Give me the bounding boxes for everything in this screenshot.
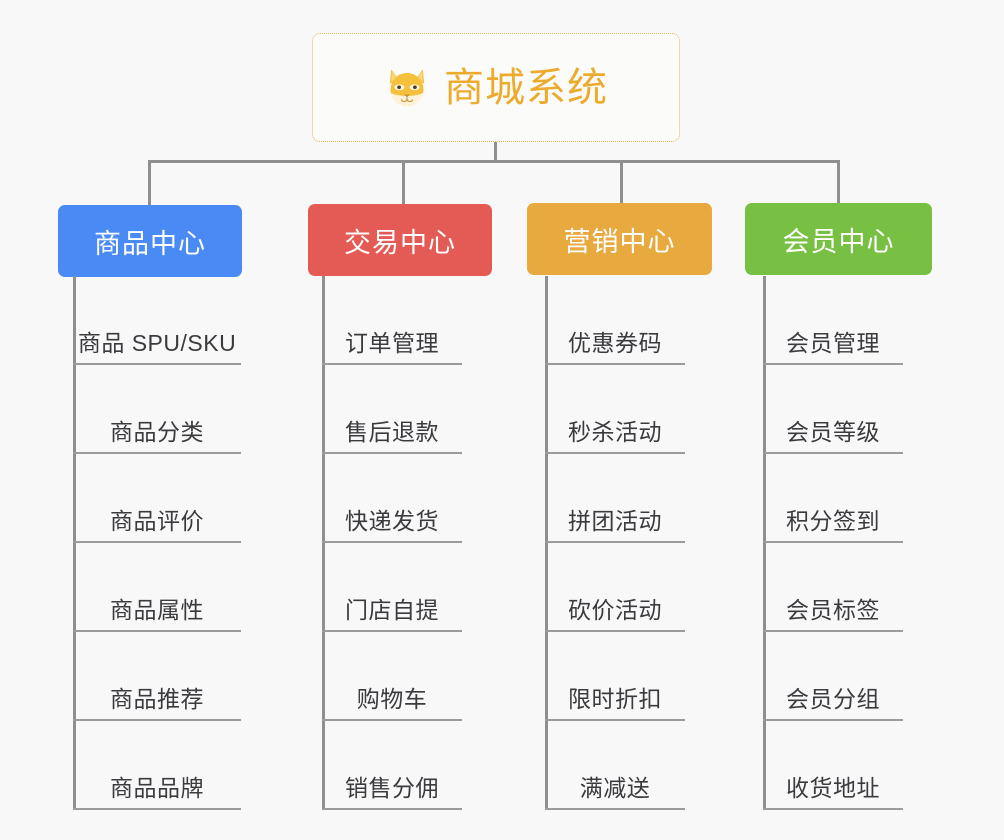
connector-drop-1 [148,160,151,205]
leaf-item[interactable]: 会员管理 [763,276,903,365]
leaf-item-label: 会员标签 [786,596,880,623]
leaf-item[interactable]: 收货地址 [763,721,903,810]
leaf-item[interactable]: 秒杀活动 [545,365,685,454]
shiba-inu-dog-icon [389,68,425,107]
category-box-marketing-center[interactable]: 营销中心 [527,203,712,275]
leaf-item-label: 商品分类 [110,418,204,445]
root-node-shop-system[interactable]: 商城系统 [312,33,680,142]
leaf-item[interactable]: 快递发货 [322,454,462,543]
leaf-item-label: 购物车 [356,685,428,712]
leaf-item[interactable]: 会员标签 [763,543,903,632]
leaf-item[interactable]: 商品 SPU/SKU [73,276,241,365]
leaf-item[interactable]: 商品推荐 [73,632,241,721]
category-label: 营销中心 [563,226,676,257]
leaf-item-label: 订单管理 [345,329,439,356]
leaf-item[interactable]: 售后退款 [322,365,462,454]
leaf-spine [763,276,766,810]
leaf-item-label: 满减送 [579,774,651,801]
leaf-item-label: 会员管理 [786,329,880,356]
leaf-item-label: 砍价活动 [568,596,662,623]
leaf-item-label: 商品评价 [110,507,204,534]
connector-root-stem [494,142,497,162]
leaf-item-label: 拼团活动 [568,507,662,534]
leaf-item-label: 积分签到 [786,507,880,534]
leaf-item[interactable]: 门店自提 [322,543,462,632]
leaf-item[interactable]: 购物车 [322,632,462,721]
category-label: 会员中心 [782,226,895,257]
connector-drop-4 [837,160,840,205]
leaf-item[interactable]: 拼团活动 [545,454,685,543]
leaf-item[interactable]: 商品属性 [73,543,241,632]
leaf-item[interactable]: 商品品牌 [73,721,241,810]
category-label: 商品中心 [94,228,206,259]
leaf-item-label: 会员等级 [786,418,880,445]
leaf-item-label: 会员分组 [786,685,880,712]
root-title: 商城系统 [444,65,608,110]
leaf-item[interactable]: 订单管理 [322,276,462,365]
leaf-item-label: 优惠券码 [568,329,662,356]
leaf-item[interactable]: 销售分佣 [322,721,462,810]
leaf-item-label: 限时折扣 [568,685,662,712]
leaf-item-label: 商品推荐 [110,685,204,712]
connector-drop-3 [620,160,623,205]
leaf-spine [322,276,325,810]
leaf-item-label: 快递发货 [345,507,439,534]
connector-drop-2 [402,160,405,205]
leaf-spine [545,276,548,810]
leaf-item[interactable]: 限时折扣 [545,632,685,721]
leaf-item-label: 销售分佣 [345,774,439,801]
category-box-member-center[interactable]: 会员中心 [745,203,932,275]
connector-horizontal-bus [148,160,840,163]
leaf-item[interactable]: 会员分组 [763,632,903,721]
leaf-spine [73,276,76,810]
leaf-item-label: 商品属性 [110,596,204,623]
leaf-item[interactable]: 商品分类 [73,365,241,454]
leaf-item[interactable]: 会员等级 [763,365,903,454]
leaf-item[interactable]: 积分签到 [763,454,903,543]
category-label: 交易中心 [344,227,456,258]
leaf-item[interactable]: 优惠券码 [545,276,685,365]
category-box-product-center[interactable]: 商品中心 [58,205,242,277]
leaf-item-label: 收货地址 [786,774,880,801]
leaf-item-label: 秒杀活动 [568,418,662,445]
leaf-item-label: 商品品牌 [110,774,204,801]
leaf-item[interactable]: 砍价活动 [545,543,685,632]
leaf-item-label: 售后退款 [345,418,439,445]
category-box-trade-center[interactable]: 交易中心 [308,204,492,276]
leaf-item-label: 门店自提 [345,596,439,623]
leaf-item[interactable]: 商品评价 [73,454,241,543]
leaf-item-label: 商品 SPU/SKU [77,329,237,356]
leaf-item[interactable]: 满减送 [545,721,685,810]
